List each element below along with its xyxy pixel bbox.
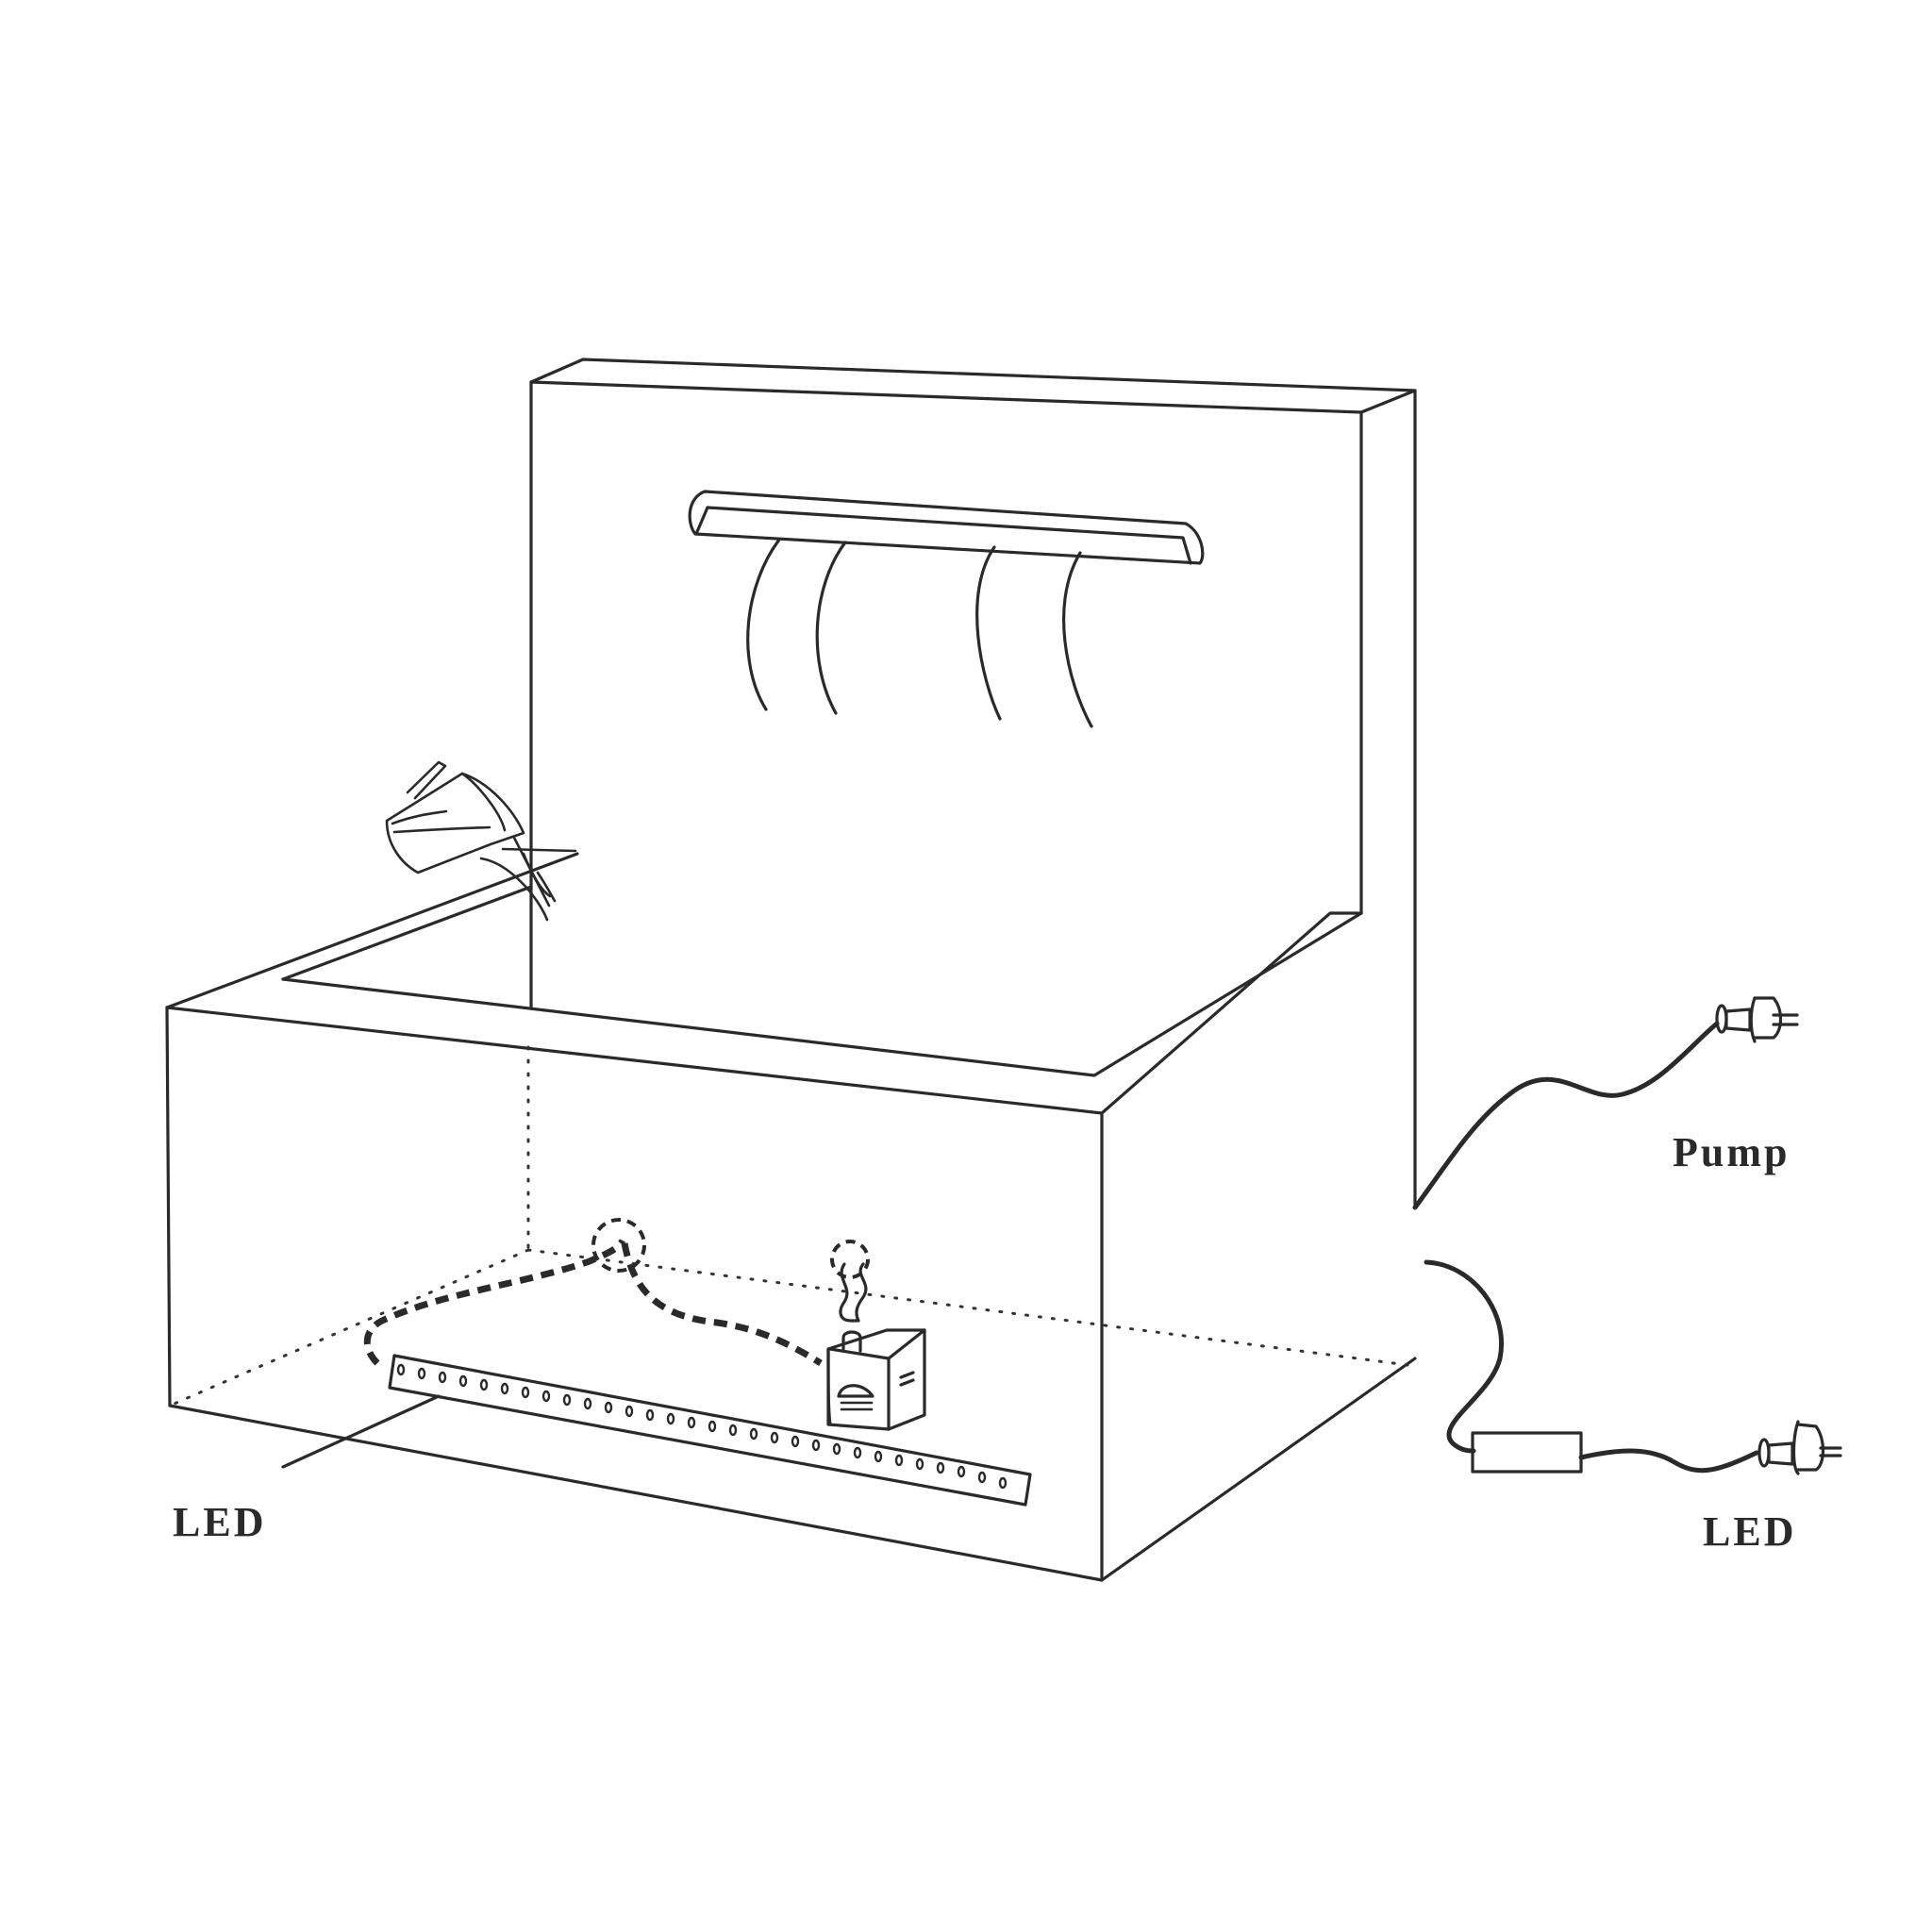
water-streams bbox=[746, 538, 1093, 728]
led-strip bbox=[281, 1354, 1032, 1507]
submersible-pump-icon bbox=[826, 1262, 926, 1431]
led-plug-icon bbox=[1757, 1420, 1842, 1475]
led-strip-label: LED bbox=[173, 1499, 267, 1545]
back-wall-panel bbox=[529, 358, 1417, 1209]
basin bbox=[165, 852, 1417, 1582]
led-plug-label: LED bbox=[1703, 1508, 1797, 1555]
led-power-cord bbox=[1424, 1259, 1759, 1474]
pump-plug-label: Pump bbox=[1673, 1129, 1790, 1175]
led-dots bbox=[396, 1363, 1008, 1490]
pump-plug-icon bbox=[1715, 996, 1799, 1043]
internal-cables bbox=[363, 1218, 870, 1366]
watering-jug-icon bbox=[385, 760, 577, 922]
spillway-blade bbox=[688, 490, 1205, 565]
pump-power-cord bbox=[1412, 1021, 1720, 1210]
